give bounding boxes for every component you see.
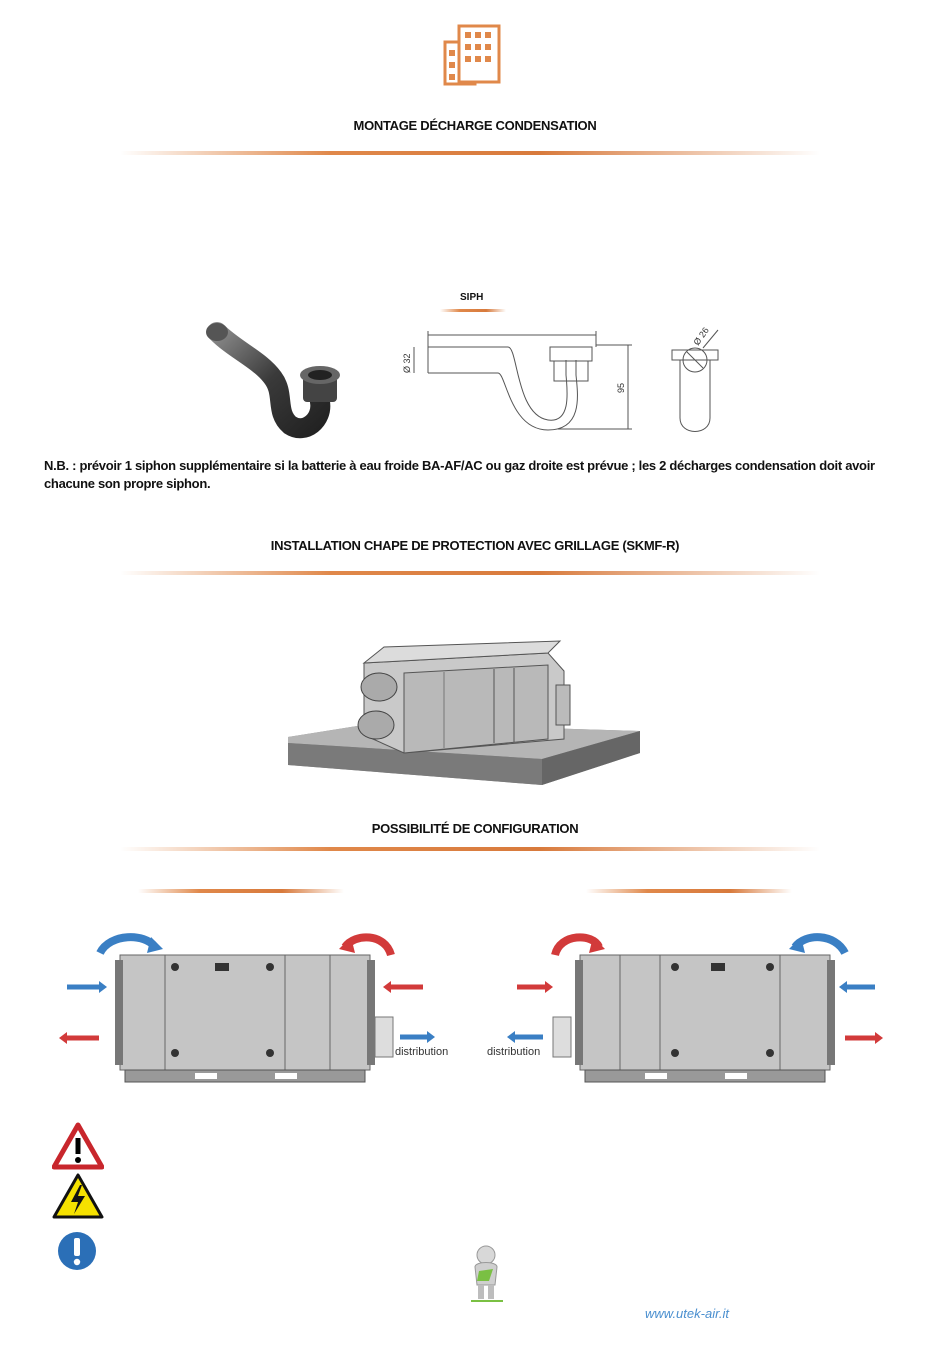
- siphon-side-drawing: Ø 32 95: [402, 331, 632, 431]
- siphon-3d-illustration: [206, 322, 340, 439]
- dim-height-95: 95: [616, 383, 626, 393]
- divider: [440, 309, 506, 312]
- mascot-icon: [471, 1245, 503, 1302]
- heading-configuration: POSSIBILITÉ DE CONFIGURATION: [371, 821, 579, 836]
- building-logo-icon: [443, 24, 501, 86]
- dim-diameter-32: Ø 32: [402, 353, 412, 373]
- footer-url[interactable]: www.utek-air.it: [645, 1306, 730, 1321]
- distribution-label-left: distribution: [395, 1046, 449, 1058]
- dim-diameter-26: Ø 26: [691, 325, 710, 347]
- distribution-label-right: distribution: [487, 1046, 541, 1058]
- divider: [120, 571, 820, 575]
- siph-label: SIPH: [460, 292, 484, 303]
- configuration-right-illustration: [507, 933, 883, 1083]
- heading-condensation: MONTAGE DÉCHARGE CONDENSATION: [353, 118, 597, 133]
- heading-chape: INSTALLATION CHAPE DE PROTECTION AVEC GR…: [270, 538, 680, 553]
- info-icon: [58, 1232, 96, 1270]
- siphon-front-drawing: Ø 26: [671, 325, 719, 432]
- installation-note: N.B. : prévoir 1 siphon supplémentaire s…: [44, 458, 875, 491]
- unit-on-slab-illustration: [288, 640, 640, 785]
- divider: [120, 847, 820, 851]
- divider: [138, 889, 344, 893]
- electric-hazard-icon: [52, 1173, 104, 1219]
- divider: [120, 151, 820, 155]
- divider: [586, 889, 792, 893]
- warning-icon: [52, 1122, 104, 1170]
- configuration-left-illustration: [59, 933, 435, 1083]
